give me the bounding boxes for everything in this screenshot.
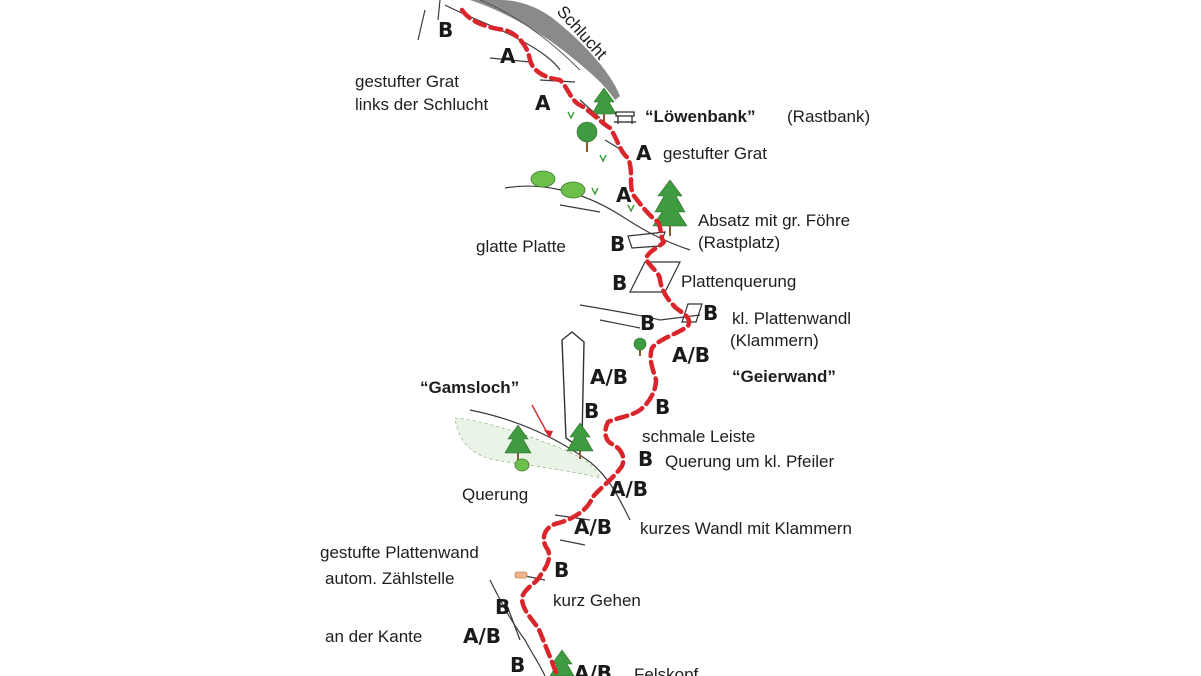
- grade-label: B: [612, 271, 627, 295]
- grass-marks: [567, 111, 635, 213]
- absatz-label: Absatz mit gr. Föhre: [698, 211, 850, 230]
- gestufte-plattenwand-label: gestufte Plattenwand: [320, 543, 479, 562]
- round-tree-icon: [576, 121, 598, 152]
- felskopf-label: Felskopf: [634, 665, 699, 676]
- grade-label: A/B: [610, 477, 648, 501]
- fir-tree-icon: [652, 179, 688, 236]
- fir-tree-icon: [591, 87, 617, 122]
- an-der-kante-label: an der Kante: [325, 627, 422, 646]
- querung-label: Querung: [462, 485, 528, 504]
- grade-label: B: [640, 311, 655, 335]
- querung-pfeiler-label: Querung um kl. Pfeiler: [665, 452, 834, 471]
- schmale-leiste-label: schmale Leiste: [642, 427, 755, 446]
- kurz-gehen-label: kurz Gehen: [553, 591, 641, 610]
- grade-label: A: [500, 44, 516, 68]
- grade-label: A: [616, 183, 632, 207]
- glatte-platte-label: glatte Platte: [476, 237, 566, 256]
- grade-label: B: [510, 653, 525, 676]
- geierwand-label: “Geierwand”: [732, 367, 836, 386]
- fir-tree-icon: [566, 422, 594, 459]
- plattenquerung-label: Plattenquerung: [681, 272, 796, 291]
- grade-label: A: [535, 91, 551, 115]
- bush-icon: [514, 458, 530, 472]
- grade-label: A: [636, 141, 652, 165]
- gestufter-grat-label: gestufter Grat: [663, 144, 767, 163]
- gamsloch-label: “Gamsloch”: [420, 378, 519, 397]
- grade-label: A/B: [590, 365, 628, 389]
- rastplatz-label: (Rastplatz): [698, 233, 780, 252]
- plattenwandl-label: kl. Plattenwandl: [732, 309, 851, 328]
- bush-icon: [530, 170, 556, 188]
- counter-icon: [514, 571, 528, 579]
- zaehlstelle-label: autom. Zählstelle: [325, 569, 454, 588]
- grade-label: A/B: [672, 343, 710, 367]
- grade-label: A/B: [463, 624, 501, 648]
- bush-icon: [560, 181, 586, 199]
- loewenbank-label: “Löwenbank”: [645, 107, 756, 126]
- round-tree-icon: [633, 337, 647, 356]
- grade-label: B: [610, 232, 625, 256]
- gamsloch-arrow: [531, 404, 553, 439]
- grade-label: A/B: [574, 661, 612, 676]
- grade-label: B: [495, 595, 510, 619]
- slab-outline: [629, 261, 681, 293]
- slab-outline-small: [681, 303, 703, 323]
- kurzes-wandl-label: kurzes Wandl mit Klammern: [640, 519, 852, 538]
- grade-label: A/B: [574, 515, 612, 539]
- rastbank-label: (Rastbank): [787, 107, 870, 126]
- grade-label: B: [554, 558, 569, 582]
- gestufter-grat-links-label: gestufter Grat: [355, 72, 459, 91]
- grade-label: B: [655, 395, 670, 419]
- klammern-label: (Klammern): [730, 331, 819, 350]
- route-line: [459, 7, 692, 676]
- grade-label: B: [703, 301, 718, 325]
- grade-label: B: [438, 18, 453, 42]
- bench-icon: [614, 111, 636, 124]
- grade-label: B: [584, 399, 599, 423]
- links-der-schlucht-label: links der Schlucht: [355, 95, 489, 114]
- grade-label: B: [638, 447, 653, 471]
